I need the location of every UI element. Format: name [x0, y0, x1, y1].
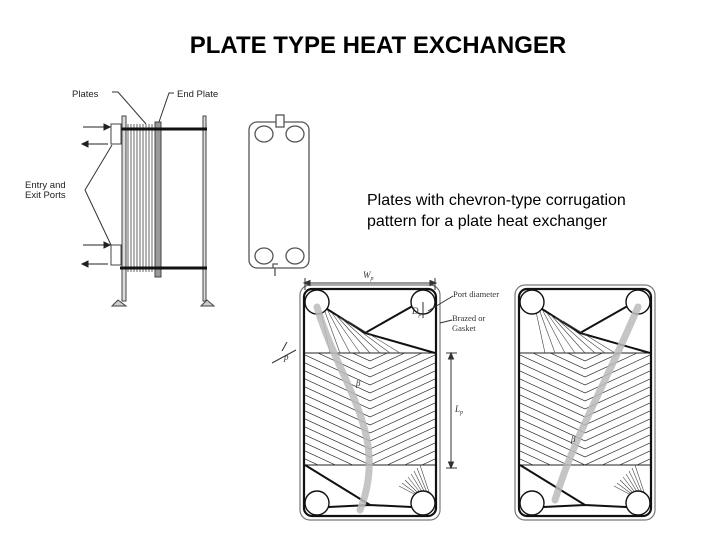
corrugation-line: [613, 485, 632, 496]
corrugation-line: [305, 402, 435, 434]
corrugation-line: [534, 306, 546, 354]
label-angle: β: [355, 378, 361, 388]
corrugation-line: [305, 394, 435, 426]
corrugation-line: [347, 320, 401, 354]
caption-line: Plates with chevron-type corrugation: [367, 192, 626, 209]
corrugation-line: [305, 378, 435, 410]
label-port-diameter: Port diameter: [453, 289, 499, 299]
flow-arrow: [551, 303, 642, 504]
end-plate: [154, 121, 162, 278]
corrugation-line: [520, 418, 650, 450]
corrugation-line: [334, 353, 406, 370]
label-width: Wp: [363, 270, 374, 282]
label-pitch: p: [283, 352, 289, 362]
caption-line: pattern for a plate heat exchanger: [367, 213, 608, 230]
slide-title: PLATE TYPE HEAT EXCHANGER: [189, 32, 567, 59]
corrugation-line: [305, 434, 435, 465]
corrugation-line: [558, 318, 606, 354]
corrugation-line: [549, 353, 621, 370]
label-port-symbol: Dp: [411, 306, 422, 318]
corrugation-line: [305, 386, 435, 418]
corrugation-line: [631, 467, 644, 496]
corrugation-line: [520, 426, 650, 458]
corrugation-line: [305, 442, 435, 465]
corrugation-line: [305, 354, 435, 386]
label-plates: Plates: [72, 89, 99, 100]
port: [519, 289, 545, 315]
figure-caption: Plates with chevron-type corrugation pat…: [367, 190, 626, 232]
corrugation-line: [542, 310, 566, 354]
corrugation-line: [351, 353, 389, 362]
corrugation-line: [520, 450, 650, 465]
corrugation-line: [566, 353, 604, 362]
port: [410, 490, 436, 516]
corrugation-line: [546, 312, 576, 354]
corrugation-line: [562, 320, 616, 354]
corrugation-line: [343, 318, 391, 354]
corrugation-line: [538, 308, 556, 354]
corrugation-line: [520, 378, 650, 410]
flow-arrow: [313, 303, 373, 514]
gasket: [517, 287, 653, 518]
corrugation-line: [532, 353, 638, 378]
corrugation-line: [520, 354, 650, 386]
label-end-plate: End Plate: [177, 89, 218, 100]
port: [519, 490, 545, 516]
corrugation-line: [520, 410, 650, 442]
corrugation-line: [335, 314, 371, 354]
corrugation-line: [416, 467, 429, 496]
corrugation-line: [305, 370, 435, 402]
corrugation-line: [327, 310, 351, 354]
corrugation-line: [317, 353, 423, 378]
port: [625, 490, 651, 516]
corrugation-line: [520, 402, 650, 434]
label-ports: Exit Ports: [25, 190, 66, 201]
corrugation-line: [520, 370, 650, 402]
corrugation-line: [339, 316, 381, 354]
corrugation-line: [520, 442, 650, 465]
label-gasket: Brazed or: [452, 313, 485, 323]
corrugation-line: [634, 464, 646, 496]
corrugation-line: [398, 485, 417, 496]
dimension-lines: [271, 278, 457, 470]
corrugation-line: [554, 316, 596, 354]
label-angle: β: [570, 434, 576, 444]
gasket: [302, 287, 438, 518]
chevron-plate-right: [514, 284, 656, 521]
corrugation-line: [419, 464, 431, 496]
corrugation-line: [520, 434, 650, 465]
chevron-pattern: [305, 353, 435, 465]
corrugation-line: [331, 312, 361, 354]
corrugation-line: [550, 314, 586, 354]
corrugation-line: [305, 450, 435, 465]
heat-exchanger-side-view: [80, 91, 216, 307]
corrugation-line: [305, 362, 435, 394]
corrugation-line: [520, 362, 650, 394]
label-ports: Entry and: [25, 180, 66, 191]
plate-front-view: [248, 114, 310, 276]
port: [304, 490, 330, 516]
chevron-plate-left: [299, 284, 441, 521]
label-length: Lp: [454, 404, 463, 416]
label-gasket: Gasket: [452, 323, 476, 333]
corrugation-line: [323, 308, 341, 354]
